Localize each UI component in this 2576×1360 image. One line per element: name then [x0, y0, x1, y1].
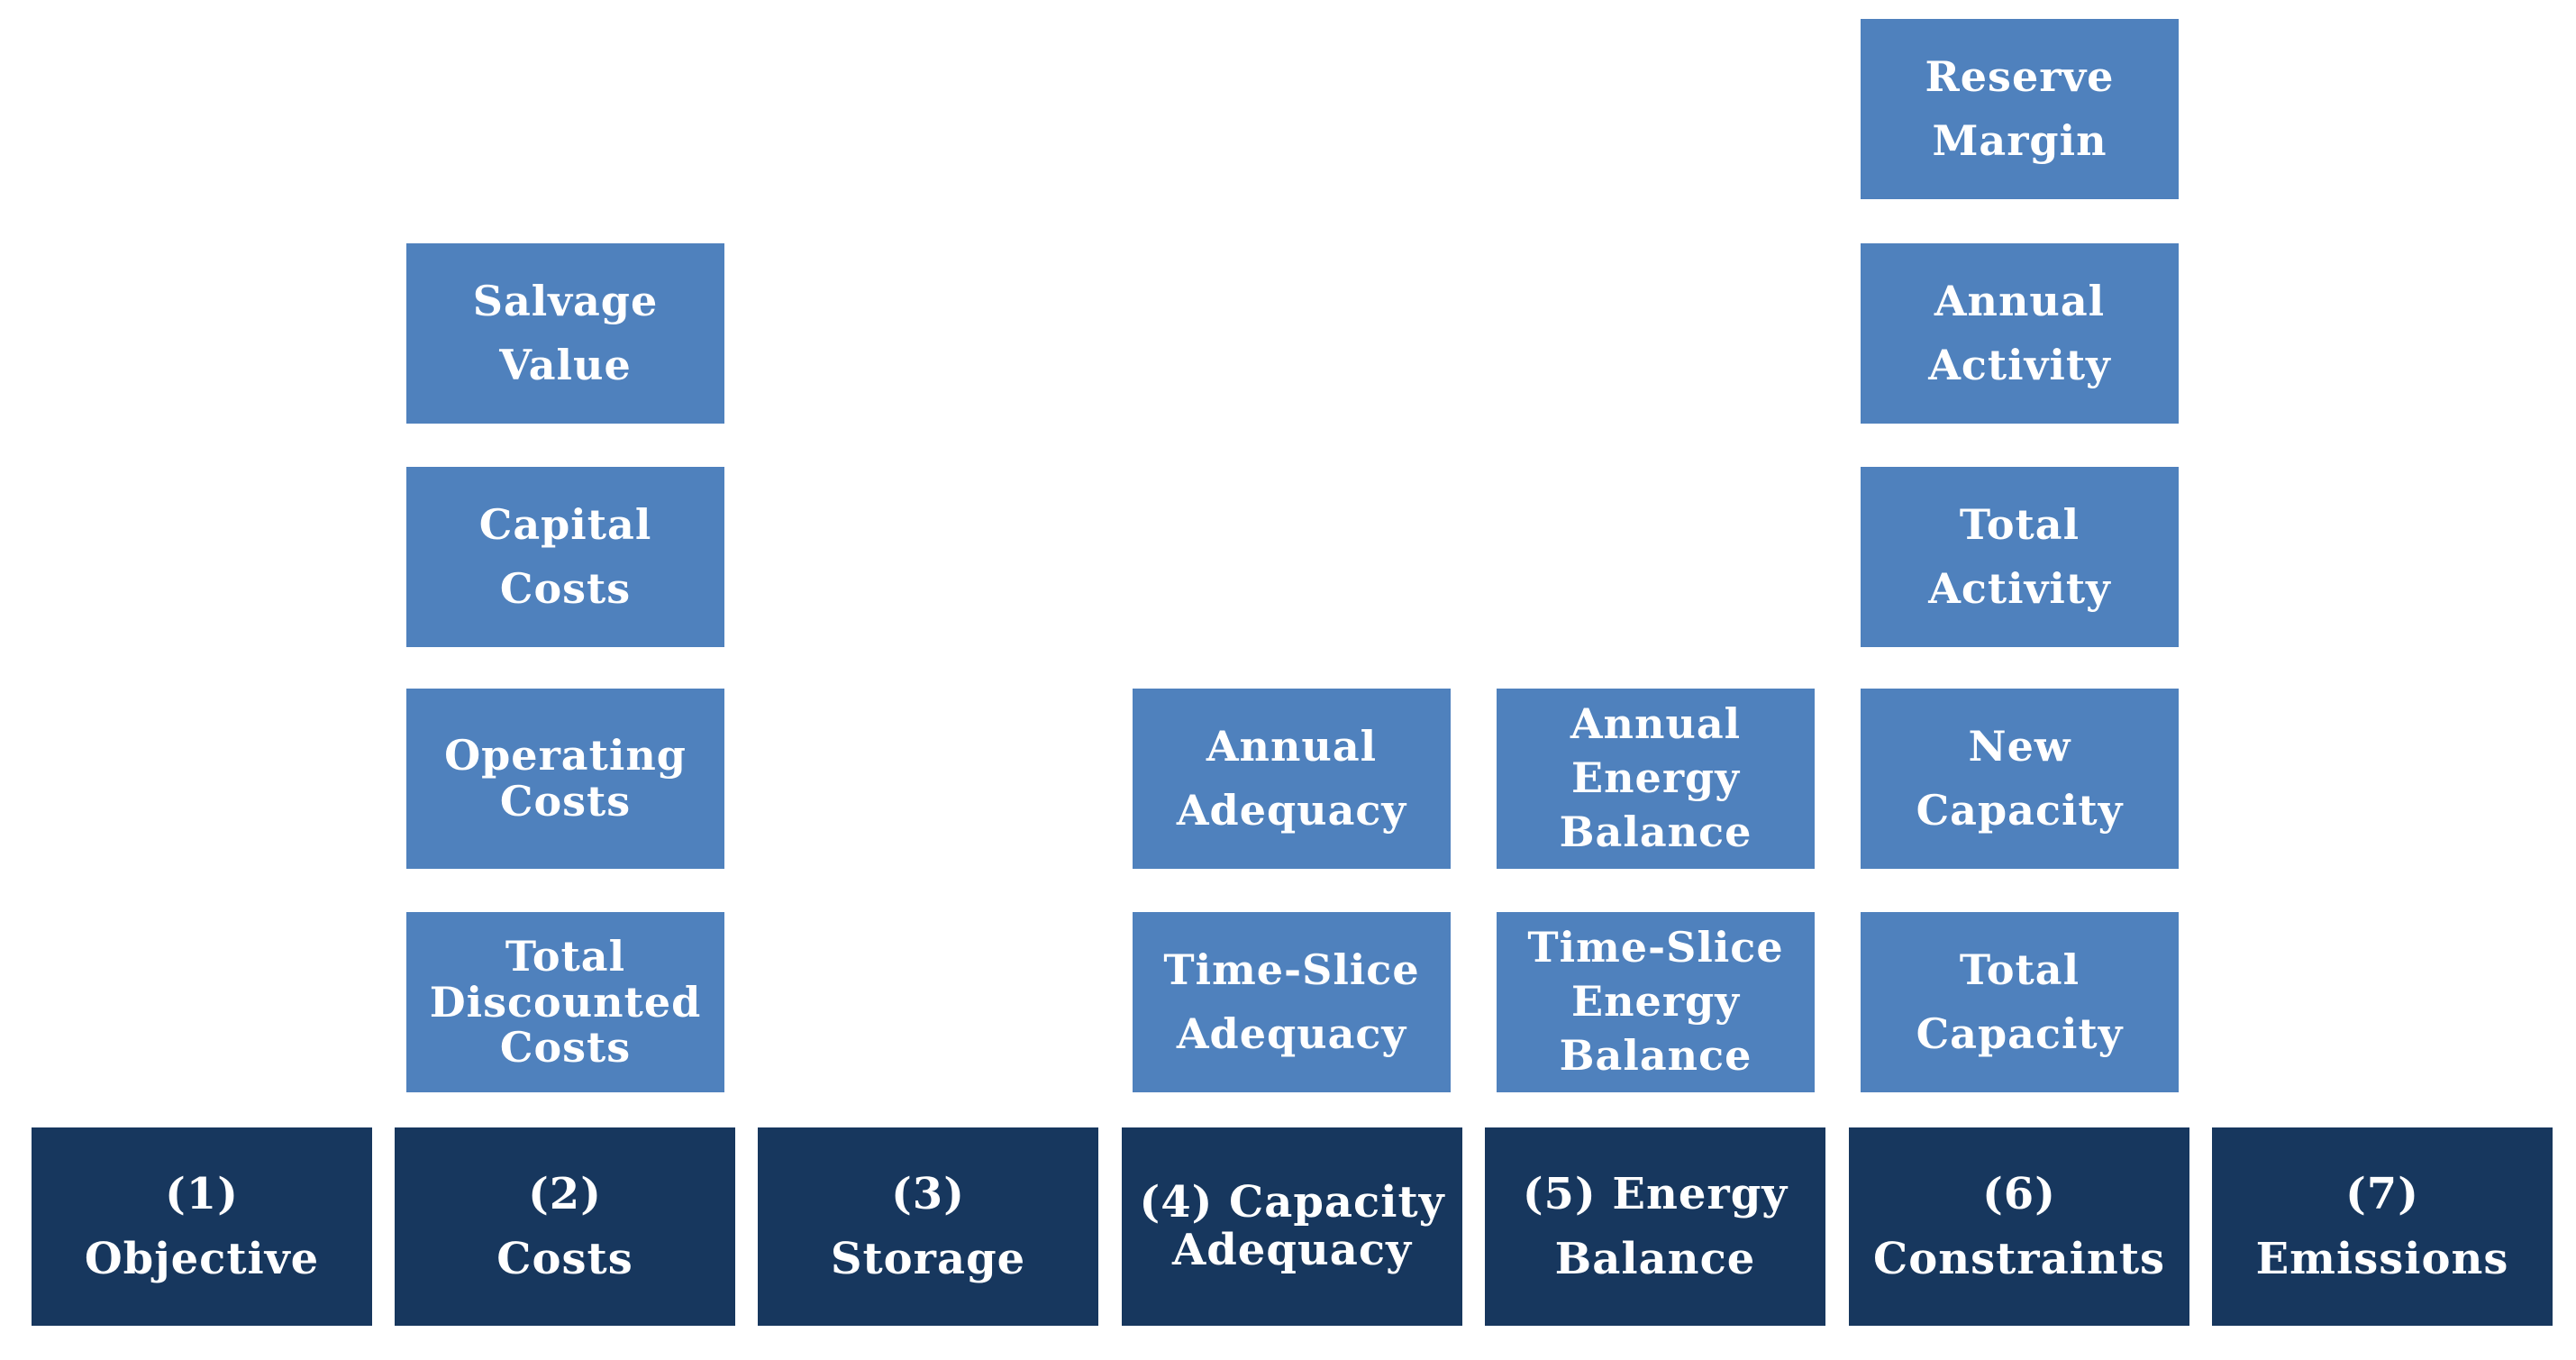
new-capacity-label: New Capacity: [1916, 721, 2124, 835]
total-discounted-costs-box: Total Discounted Costs: [406, 912, 724, 1092]
module-emissions-label: (7) Emissions: [2255, 1169, 2509, 1284]
total-discounted-costs-label: Total Discounted Costs: [429, 932, 702, 1072]
module-costs-label: (2) Costs: [496, 1169, 633, 1284]
operating-costs-box: Operating Costs: [406, 689, 724, 869]
module-capacity-adequacy-label: (4) Capacity Adequacy: [1139, 1177, 1445, 1275]
module-costs: (2) Costs: [395, 1127, 735, 1326]
annual-adequacy-label: Annual Adequacy: [1176, 721, 1407, 835]
operating-costs-label: Operating Costs: [444, 731, 687, 826]
salvage-value-box: Salvage Value: [406, 243, 724, 424]
capital-costs-label: Capital Costs: [478, 499, 652, 613]
module-constraints: (6) Constraints: [1849, 1127, 2189, 1326]
total-capacity-label: Total Capacity: [1916, 945, 2124, 1058]
module-capacity-adequacy: (4) Capacity Adequacy: [1122, 1127, 1462, 1326]
time-slice-adequacy-label: Time-Slice Adequacy: [1163, 945, 1420, 1058]
module-energy-balance: (5) Energy Balance: [1485, 1127, 1825, 1326]
total-activity-box: Total Activity: [1861, 467, 2179, 647]
total-activity-label: Total Activity: [1928, 499, 2111, 613]
module-objective: (1) Objective: [32, 1127, 372, 1326]
module-objective-label: (1) Objective: [84, 1169, 320, 1284]
module-emissions: (7) Emissions: [2212, 1127, 2553, 1326]
reserve-margin-label: Reserve Margin: [1925, 51, 2115, 165]
annual-energy-balance-box: Annual Energy Balance: [1497, 689, 1815, 869]
annual-activity-box: Annual Activity: [1861, 243, 2179, 424]
annual-activity-label: Annual Activity: [1928, 276, 2111, 389]
module-storage-label: (3) Storage: [830, 1169, 1026, 1284]
module-energy-balance-label: (5) Energy Balance: [1522, 1169, 1789, 1284]
new-capacity-box: New Capacity: [1861, 689, 2179, 869]
time-slice-adequacy-box: Time-Slice Adequacy: [1133, 912, 1451, 1092]
module-storage: (3) Storage: [758, 1127, 1098, 1326]
time-slice-energy-balance-box: Time-Slice Energy Balance: [1497, 912, 1815, 1092]
reserve-margin-box: Reserve Margin: [1861, 19, 2179, 199]
salvage-value-label: Salvage Value: [472, 276, 659, 389]
capital-costs-box: Capital Costs: [406, 467, 724, 647]
annual-adequacy-box: Annual Adequacy: [1133, 689, 1451, 869]
annual-energy-balance-label: Annual Energy Balance: [1559, 699, 1752, 856]
total-capacity-box: Total Capacity: [1861, 912, 2179, 1092]
module-constraints-label: (6) Constraints: [1872, 1169, 2166, 1284]
time-slice-energy-balance-label: Time-Slice Energy Balance: [1527, 923, 1784, 1080]
